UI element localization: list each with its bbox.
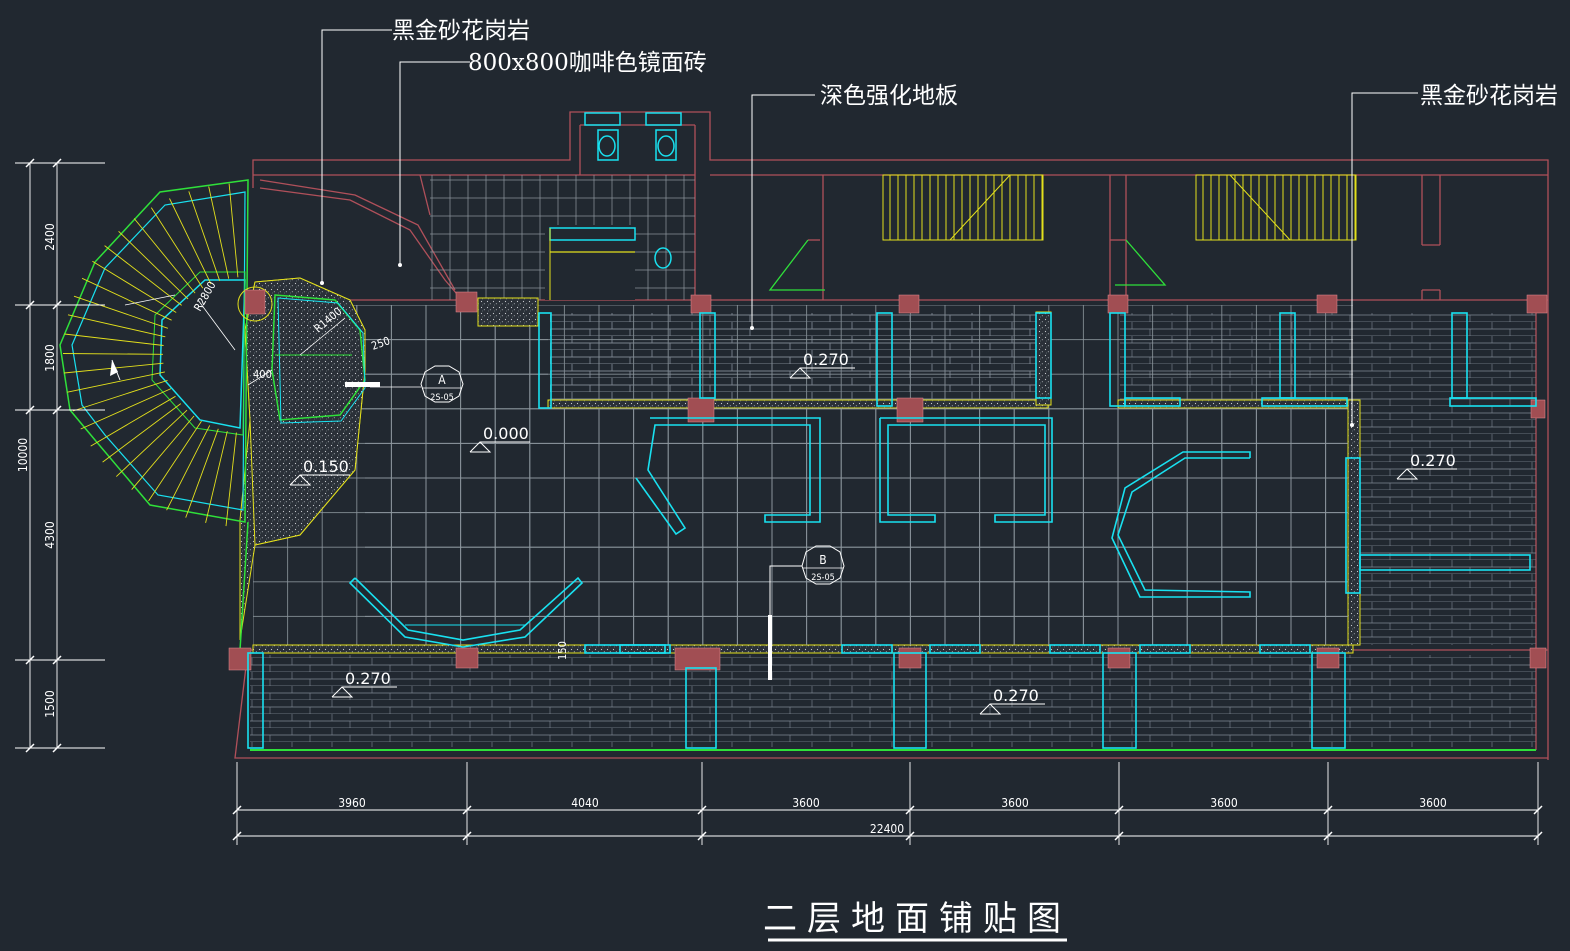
dim-bottom-4: 3600 bbox=[1001, 796, 1029, 810]
dim-bottom-1: 3960 bbox=[338, 796, 366, 810]
elev-right-room: 0.270 bbox=[1410, 451, 1456, 470]
drawing-title: 二层地面铺贴图 bbox=[763, 899, 1071, 939]
leader-lines bbox=[321, 29, 1418, 425]
dim-150-note: 150 bbox=[556, 641, 569, 660]
label-coffee-tile: 800x800咖啡色镜面砖 bbox=[468, 50, 707, 76]
cyan-partitions bbox=[247, 312, 1537, 749]
section-b-sheet: 2S-05 bbox=[811, 573, 835, 583]
bottom-dimensions bbox=[232, 762, 1543, 845]
section-mark-b: B 2S-05 bbox=[768, 545, 845, 680]
label-granite-right: 黑金砂花岗岩 bbox=[1420, 83, 1558, 109]
section-b-letter: B bbox=[819, 553, 826, 567]
left-dim-labels: 2400 1800 4300 1500 10000 bbox=[16, 223, 57, 718]
dim-bottom-6: 3600 bbox=[1419, 796, 1447, 810]
spiral-stair bbox=[59, 179, 249, 651]
dim-left-2: 1800 bbox=[43, 344, 57, 372]
dim-bottom-total: 22400 bbox=[870, 822, 904, 836]
label-dark-floor: 深色强化地板 bbox=[820, 83, 958, 109]
elev-bottom-mid: 0.270 bbox=[993, 686, 1039, 705]
elev-main-hall: 0.000 bbox=[483, 424, 529, 443]
elev-top-corridor: 0.270 bbox=[803, 350, 849, 369]
elevation-markers bbox=[289, 367, 1457, 715]
restroom-tiles bbox=[430, 112, 695, 300]
dim-left-total: 10000 bbox=[16, 438, 30, 472]
elevation-labels: 0.000 0.150 0.270 0.270 0.270 0.270 bbox=[303, 350, 1456, 705]
door-swings-top bbox=[768, 239, 1167, 291]
left-dimensions bbox=[15, 158, 105, 753]
label-granite-left: 黑金砂花岗岩 bbox=[392, 18, 530, 44]
section-a-sheet: 2S-05 bbox=[430, 393, 454, 403]
elev-stair-landing: 0.150 bbox=[303, 457, 349, 476]
dim-bottom-5: 3600 bbox=[1210, 796, 1238, 810]
elev-bottom-left: 0.270 bbox=[345, 669, 391, 688]
leader-dots bbox=[320, 263, 1354, 427]
dim-250-note: 250 bbox=[370, 334, 392, 353]
dim-bottom-3: 3600 bbox=[792, 796, 820, 810]
section-mark-a: A 2S-05 bbox=[370, 365, 464, 403]
r2800-note: R2800 bbox=[191, 279, 218, 313]
dim-left-1: 2400 bbox=[43, 223, 57, 251]
section-a-letter: A bbox=[438, 373, 446, 387]
dim-400-note: 400 bbox=[253, 368, 272, 381]
dim-left-4: 1500 bbox=[43, 690, 57, 718]
top-stairs bbox=[882, 174, 1357, 241]
dim-left-3: 4300 bbox=[43, 521, 57, 549]
bottom-dim-labels: 3960 4040 3600 3600 3600 3600 22400 bbox=[338, 796, 1447, 836]
octagon-feature bbox=[197, 286, 380, 424]
dim-bottom-2: 4040 bbox=[571, 796, 599, 810]
